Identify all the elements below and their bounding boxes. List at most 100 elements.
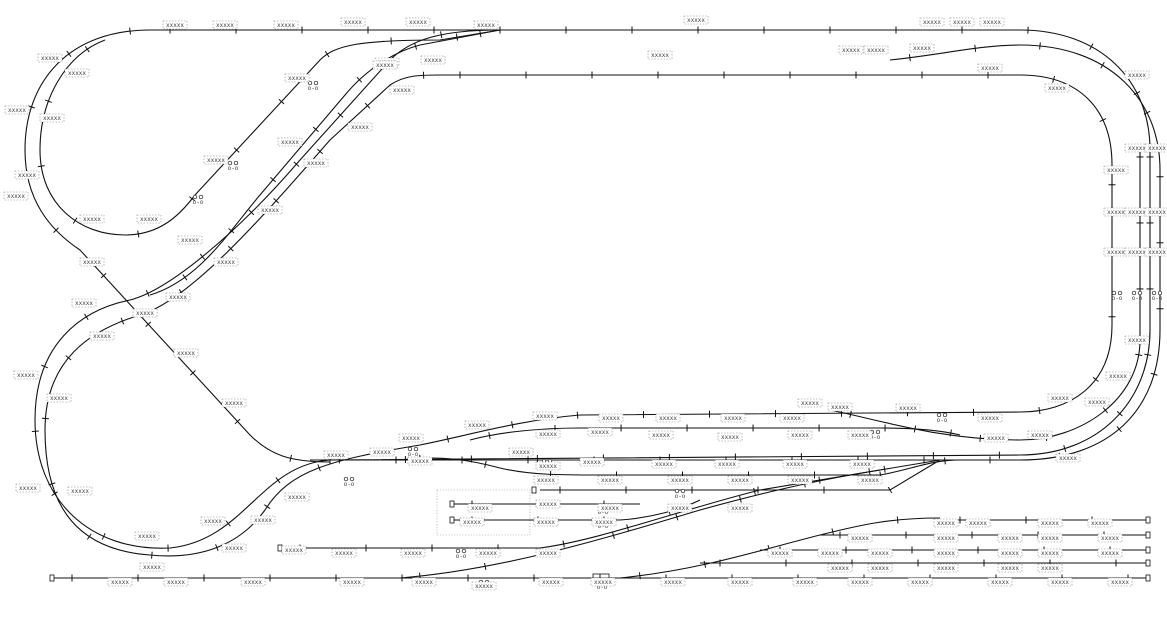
track-label: xxxxx — [587, 427, 613, 437]
track-label: xxxxx — [281, 545, 307, 555]
track-label-text: xxxxx — [261, 207, 279, 214]
signal: o-o — [228, 160, 239, 172]
track-label-text: xxxxx — [731, 505, 749, 512]
track-labels: xxxxx xxxxx xxxxx xxxxx xxxxx xxxxx xxxxx xxxxx… — [3, 15, 1167, 591]
track-label: xxxxx — [273, 20, 299, 30]
track-label: xxxxx — [213, 257, 239, 267]
track-label-text: xxxxx — [140, 216, 158, 223]
track-joint — [317, 464, 321, 472]
track-joint — [1144, 353, 1152, 356]
track-joint — [440, 31, 443, 39]
track-label: xxxxx — [977, 63, 1003, 73]
track-label: xxxxx — [535, 548, 561, 558]
track-label-text: xxxxx — [463, 519, 481, 526]
track-label-text: xxxxx — [655, 461, 673, 468]
track-joint — [562, 540, 565, 548]
bottom-ramp — [399, 469, 881, 579]
track-label: xxxxx — [1037, 548, 1063, 558]
track-label-text: xxxxx — [991, 579, 1009, 586]
yard-lead — [619, 517, 941, 579]
track-label: xxxxx — [420, 55, 446, 65]
track-joint — [896, 516, 899, 524]
track-label: xxxxx — [1037, 518, 1063, 528]
track-label: xxxxx — [651, 459, 677, 469]
track-label-text: xxxxx — [821, 550, 839, 557]
track-label: xxxxx — [538, 577, 564, 587]
track-label: xxxxx — [89, 331, 115, 341]
track-joint — [1092, 376, 1099, 382]
track-label-text: xxxxx — [1107, 249, 1125, 256]
track-joint — [1039, 42, 1041, 50]
track-label: xxxxx — [467, 503, 493, 513]
track-label-text: xxxxx — [1041, 565, 1059, 572]
track-joints — [23, 26, 1164, 582]
track-label: xxxxx — [177, 235, 203, 245]
track-label-text: xxxxx — [601, 505, 619, 512]
track-label-text: xxxxx — [783, 415, 801, 422]
signal: o-o — [1132, 290, 1143, 302]
track-label: xxxxx — [13, 370, 39, 380]
outer-main-loop — [34, 29, 1151, 549]
track-joint — [137, 230, 140, 238]
track-joint — [273, 198, 280, 204]
track-label: xxxxx — [4, 105, 30, 115]
track-label: xxxxx — [535, 461, 561, 471]
track-label-text: xxxxx — [288, 494, 306, 501]
track-label: xxxxx — [648, 430, 674, 440]
track-label: xxxxx — [655, 413, 681, 423]
track-label-text: xxxxx — [601, 477, 619, 484]
track-joint — [883, 465, 886, 473]
signal: o-o — [308, 80, 319, 92]
track-label-text: xxxxx — [1128, 249, 1146, 256]
track-joint — [145, 321, 152, 327]
track-label-text: xxxxx — [937, 535, 955, 542]
middle-main-loop — [149, 29, 501, 296]
track-joint — [484, 562, 487, 570]
left-reversing-loop — [24, 29, 331, 463]
track-label: xxxxx — [459, 517, 485, 527]
track-label-text: xxxxx — [983, 19, 1001, 26]
track-joint — [1052, 75, 1056, 83]
track-joint — [129, 27, 131, 35]
track-label-text: xxxxx — [404, 550, 422, 557]
track-label: xxxxx — [827, 402, 853, 412]
track-label-text: xxxxx — [831, 565, 849, 572]
track-label: xxxxx — [405, 17, 431, 27]
track-label: xxxxx — [579, 457, 605, 467]
track-label: xxxxx — [162, 20, 188, 30]
track-label: xxxxx — [1047, 577, 1073, 587]
track-label-text: xxxxx — [871, 565, 889, 572]
track-label-text: xxxxx — [1128, 145, 1146, 152]
track-label: xxxxx — [997, 533, 1023, 543]
track-label-text: xxxxx — [1101, 535, 1119, 542]
track-joint — [225, 520, 231, 527]
track-label-text: xxxxx — [217, 259, 235, 266]
track-joint — [199, 253, 206, 260]
track-joint — [324, 50, 330, 58]
track-label-text: xxxxx — [7, 193, 25, 200]
track-joint — [228, 228, 235, 234]
track-label-text: xxxxx — [402, 435, 420, 442]
signal: o-o — [344, 476, 355, 488]
track-label-text: xxxxx — [899, 405, 917, 412]
track-label: xxxxx — [667, 475, 693, 485]
track-label-text: xxxxx — [181, 237, 199, 244]
track-joint — [227, 245, 234, 252]
track-joint — [753, 487, 756, 495]
track-label-text: xxxxx — [913, 45, 931, 52]
track-label-text: xxxxx — [1051, 395, 1069, 402]
track-label-text: xxxxx — [1051, 579, 1069, 586]
track-label-text: xxxxx — [41, 55, 59, 62]
track-label-text: xxxxx — [1088, 399, 1106, 406]
track-label-text: xxxxx — [409, 19, 427, 26]
track-label: xxxxx — [1047, 393, 1073, 403]
track-label: xxxxx — [173, 348, 199, 358]
track-label: xxxxx — [1037, 533, 1063, 543]
track-joint — [944, 457, 946, 465]
track-label-text: xxxxx — [537, 519, 555, 526]
track-label: xxxxx — [221, 398, 247, 408]
signal-label: o-o — [308, 85, 319, 92]
track-label: xxxxx — [139, 562, 165, 572]
track-label-text: xxxxx — [796, 579, 814, 586]
track-joint — [65, 355, 72, 361]
